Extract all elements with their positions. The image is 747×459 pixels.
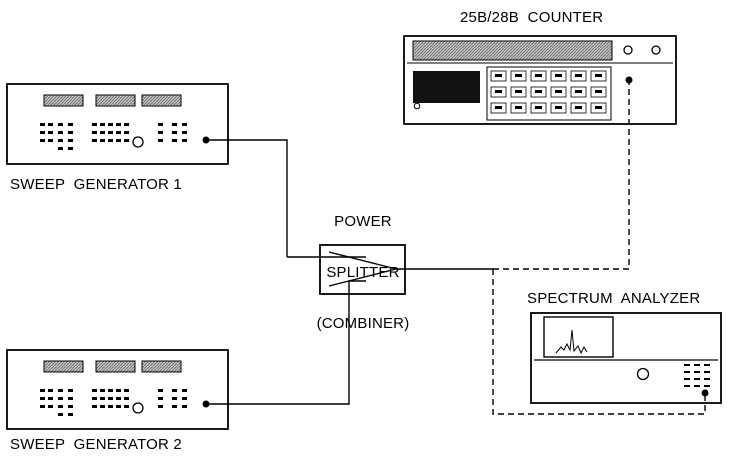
cable-generator-2-to-splitter <box>206 281 350 405</box>
sweep-generator-1-label: SWEEP GENERATOR 1 <box>10 176 182 193</box>
analyzer-screen <box>543 316 614 358</box>
sweep-generator-2-keypad <box>40 389 187 416</box>
sweep-generator-2 <box>6 349 229 430</box>
analyzer-keypad <box>684 364 710 387</box>
spectrum-analyzer <box>530 312 722 404</box>
sweep-generator-2-knob <box>132 402 144 414</box>
counter-indicator <box>413 102 421 110</box>
analyzer-knob <box>636 367 650 381</box>
sweep-generator-1 <box>6 83 229 165</box>
cable-splitter-to-counter <box>493 80 630 270</box>
splitter-label: POWER SPLITTER (COMBINER) <box>300 179 426 349</box>
counter-connector-b <box>651 45 661 55</box>
sweep-generator-1-knob <box>132 136 144 148</box>
sweep-generator-1-displays <box>43 94 182 107</box>
counter-display-bar <box>412 40 613 61</box>
counter-screen <box>413 71 480 103</box>
splitter-label-line-2: SPLITTER <box>326 264 400 281</box>
sweep-generator-2-label: SWEEP GENERATOR 2 <box>10 436 182 453</box>
cable-generator-1-to-splitter <box>206 139 288 257</box>
cable-splitter-to-analyzer <box>492 269 706 415</box>
spectrum-trace <box>555 329 588 355</box>
counter-label: 25B/28B COUNTER <box>460 9 604 26</box>
analyzer-input-port <box>701 389 709 397</box>
counter-connector-a <box>623 45 633 55</box>
splitter-label-line-3: (COMBINER) <box>316 315 410 332</box>
counter-instrument <box>403 35 677 125</box>
splitter-label-line-1: POWER <box>334 213 392 230</box>
counter-keypad-frame <box>486 66 612 121</box>
counter-keypad <box>490 70 607 114</box>
sweep-generator-2-displays <box>43 360 182 373</box>
spectrum-analyzer-label: SPECTRUM ANALYZER <box>527 290 701 307</box>
sweep-generator-1-keypad <box>40 123 187 150</box>
